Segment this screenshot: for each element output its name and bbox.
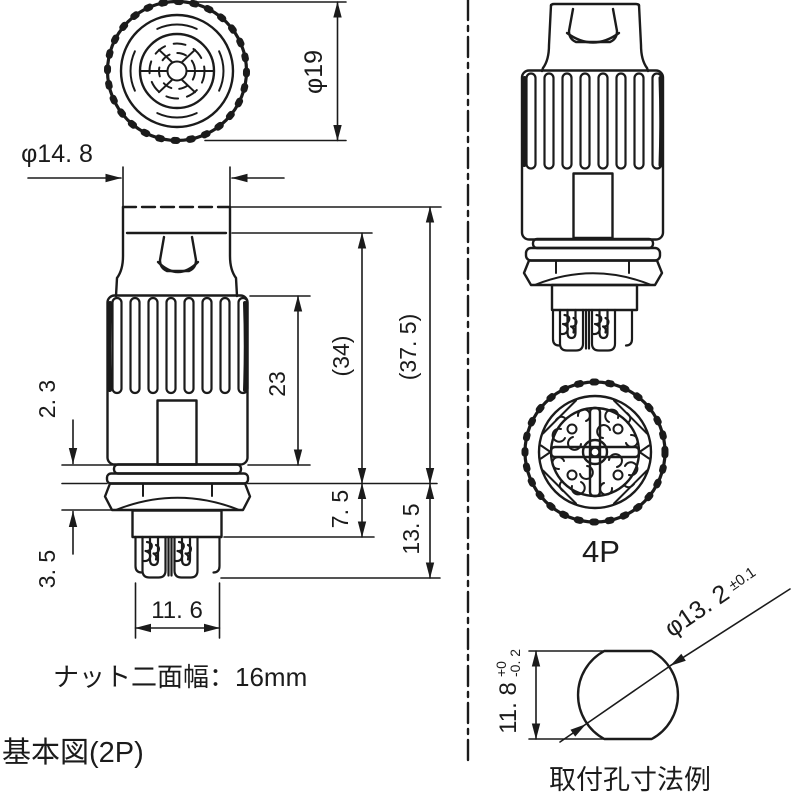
pin-face-view-4p <box>521 378 669 526</box>
side-cable-entry-cap <box>540 2 650 73</box>
dim-34-label: (34) <box>328 336 354 377</box>
dim-7-5-label: 7. 5 <box>327 490 353 528</box>
cable-entry-cap <box>114 205 239 298</box>
side-washer <box>524 237 662 262</box>
nut-width-note: ナット二面幅：16mm <box>53 662 307 692</box>
face-contacts <box>551 408 639 496</box>
dim-23-label: 23 <box>264 371 290 397</box>
mounting-hole-caption: 取付孔寸法例 <box>549 765 711 795</box>
rear-circular-view <box>104 0 250 144</box>
side-contact-pins <box>551 308 634 352</box>
flats-tolerance-lower-label: -0. 2 <box>507 649 523 677</box>
dim-11-6-label: 11. 6 <box>151 597 203 624</box>
side-hex-nut <box>522 259 664 287</box>
side-view-caption: 4P <box>582 534 620 569</box>
side-thread-cylinder <box>550 283 639 312</box>
dim-13-5-label: 13. 5 <box>398 503 424 554</box>
dim-2-3-label: 2. 3 <box>34 380 60 418</box>
face-knurl-tick-ring <box>521 378 669 526</box>
hole-diameter-label: φ13. 2 <box>659 579 734 643</box>
dim-3-5-label: 3. 5 <box>34 550 60 588</box>
knurl-tick-ring <box>104 0 250 144</box>
dim-37-5-label: (37. 5) <box>395 314 421 380</box>
flats-width-label: 11. 8 <box>495 682 522 734</box>
face-cross-insert <box>549 406 641 498</box>
contact-pins <box>134 535 221 579</box>
cable-grip-spokes <box>140 42 214 100</box>
thread-cylinder <box>131 509 223 539</box>
flats-tolerance-upper-label: +0 <box>493 661 509 677</box>
hole-diameter-tolerance-label: ±0.1 <box>725 564 759 594</box>
key-window <box>156 399 198 466</box>
mounting-hole-shape <box>576 649 680 741</box>
side-key-window <box>572 172 614 240</box>
dim-left-stack <box>61 419 115 555</box>
dim-phi19-label: φ19 <box>300 50 328 94</box>
dim-phi14-8-label: φ14. 8 <box>21 140 93 168</box>
side-view-body <box>520 2 665 352</box>
front-view-body <box>103 205 252 579</box>
dim-right-stack <box>220 206 442 579</box>
hex-nut <box>103 482 252 512</box>
knurled-grip <box>106 294 249 466</box>
dim-phi14-8 <box>27 166 285 207</box>
dim-width-across-flats <box>528 650 608 740</box>
front-view-caption: 基本図(2P) <box>2 736 144 769</box>
washer <box>105 463 250 485</box>
mounting-hole-diagram: φ13. 2 ±0.1 11. 8 +0 -0. 2 取付孔寸法例 <box>493 564 791 795</box>
dim-11-6 <box>134 582 221 639</box>
side-knurled-grip <box>520 69 665 241</box>
face-chamfer-chords <box>540 399 650 505</box>
dim-phi19 <box>189 1 347 142</box>
